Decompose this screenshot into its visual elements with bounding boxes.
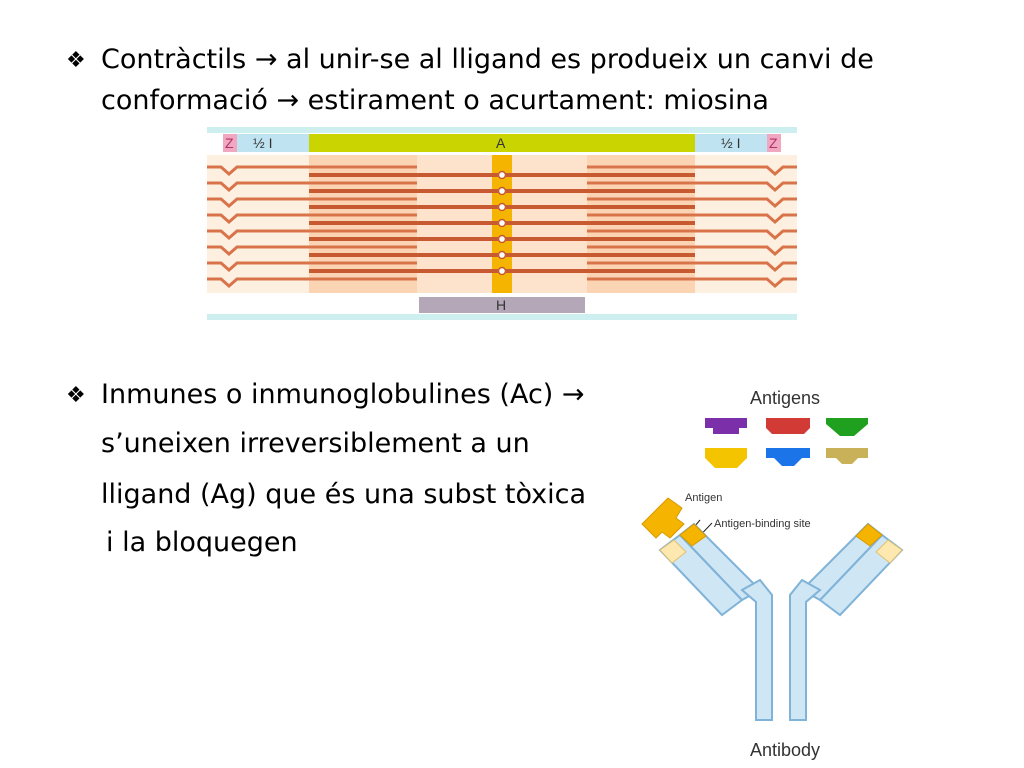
antibody-left-arm [658, 522, 762, 617]
bound-antigen-icon [641, 497, 685, 539]
actin-filament-right [587, 245, 797, 256]
diagram-top-border [207, 127, 797, 133]
filaments [207, 165, 797, 288]
h-zone-bar [419, 297, 585, 313]
m-line-node [497, 170, 507, 180]
bullet-1-text-2: estirament o acurtament: miosina [307, 85, 769, 116]
actin-filament-right [587, 197, 797, 208]
arrow-icon: → [254, 44, 278, 75]
bullet-icon: ❖ [66, 383, 86, 408]
i-band-left-bar [223, 134, 309, 152]
actin-filament-right [587, 181, 797, 192]
sarcomere-diagram: Z ½ I A ½ I Z H [207, 127, 797, 320]
m-line-node [497, 186, 507, 196]
actin-filament-left [207, 261, 417, 272]
actin-filament-left [207, 181, 417, 192]
half-i-right-label: ½ I [721, 135, 740, 151]
bullet-2-line-3: lligand (Ag) que és una subst tòxica [101, 479, 587, 510]
antigen-blue-icon [766, 448, 810, 466]
actin-filament-left [207, 197, 417, 208]
actin-filament-left [207, 213, 417, 224]
m-line-node [497, 266, 507, 276]
bullet-1-line-1: Contràctils → al unir-se al lligand es p… [101, 41, 874, 79]
a-band-bar [309, 134, 695, 152]
actin-filament-left [207, 245, 417, 256]
actin-filament-right [587, 261, 797, 272]
antigen-label: Antigen [685, 492, 722, 504]
bullet-2-line-1: Inmunes o inmunoglobulines (Ac) → [101, 376, 585, 414]
antibody-label: Antibody [750, 740, 820, 760]
z-left-label: Z [225, 135, 234, 151]
bullet-1-text: al unir-se al lligand es produeix un can… [286, 44, 874, 75]
antibody-diagram: Antigens Antigen Antigen-binding site [641, 388, 904, 760]
h-zone-label: H [496, 297, 506, 313]
bullet-1-term: Contràctils [101, 44, 247, 75]
z-right-bar [767, 134, 781, 152]
z-right-label: Z [769, 135, 778, 151]
antigen-khaki-icon [826, 448, 868, 464]
antigen-purple-icon [705, 418, 747, 434]
a-band-label: A [496, 135, 506, 151]
binding-site-label: Antigen-binding site [714, 518, 811, 530]
actin-filament-left [207, 277, 417, 288]
m-line-node [497, 234, 507, 244]
bullet-icon: ❖ [66, 48, 86, 73]
actin-filament-left [207, 229, 417, 240]
actin-filament-right [587, 165, 797, 176]
antigen-yellow-icon [705, 448, 747, 468]
arrow-icon: → [561, 379, 585, 410]
antigen-green-icon [826, 418, 868, 436]
half-i-left-label: ½ I [253, 135, 272, 151]
m-line-node [497, 202, 507, 212]
actin-filament-left [207, 165, 417, 176]
antigens-title: Antigens [750, 388, 820, 408]
bullet-1-term-2: conformació [101, 85, 268, 116]
antibody-stem [740, 578, 822, 721]
m-line-node [497, 250, 507, 260]
antibody-right-arm [800, 522, 904, 617]
actin-filament-right [587, 229, 797, 240]
actin-filament-right [587, 213, 797, 224]
actin-filament-right [587, 277, 797, 288]
z-left-bar [223, 134, 237, 152]
m-line-node [497, 218, 507, 228]
diagram-bottom-border [207, 314, 797, 320]
arrow-icon: → [276, 85, 300, 116]
bullet-2-line-2: s’uneixen irreversiblement a un [101, 428, 530, 459]
bullet-2-term: Inmunes o inmunoglobulines (Ac) [101, 379, 554, 410]
bullet-1-line-2: conformació → estirament o acurtament: m… [101, 82, 769, 120]
bullet-2-line-4: i la bloquegen [106, 527, 298, 558]
antigen-red-icon [766, 418, 810, 434]
i-band-right-bar [695, 134, 781, 152]
